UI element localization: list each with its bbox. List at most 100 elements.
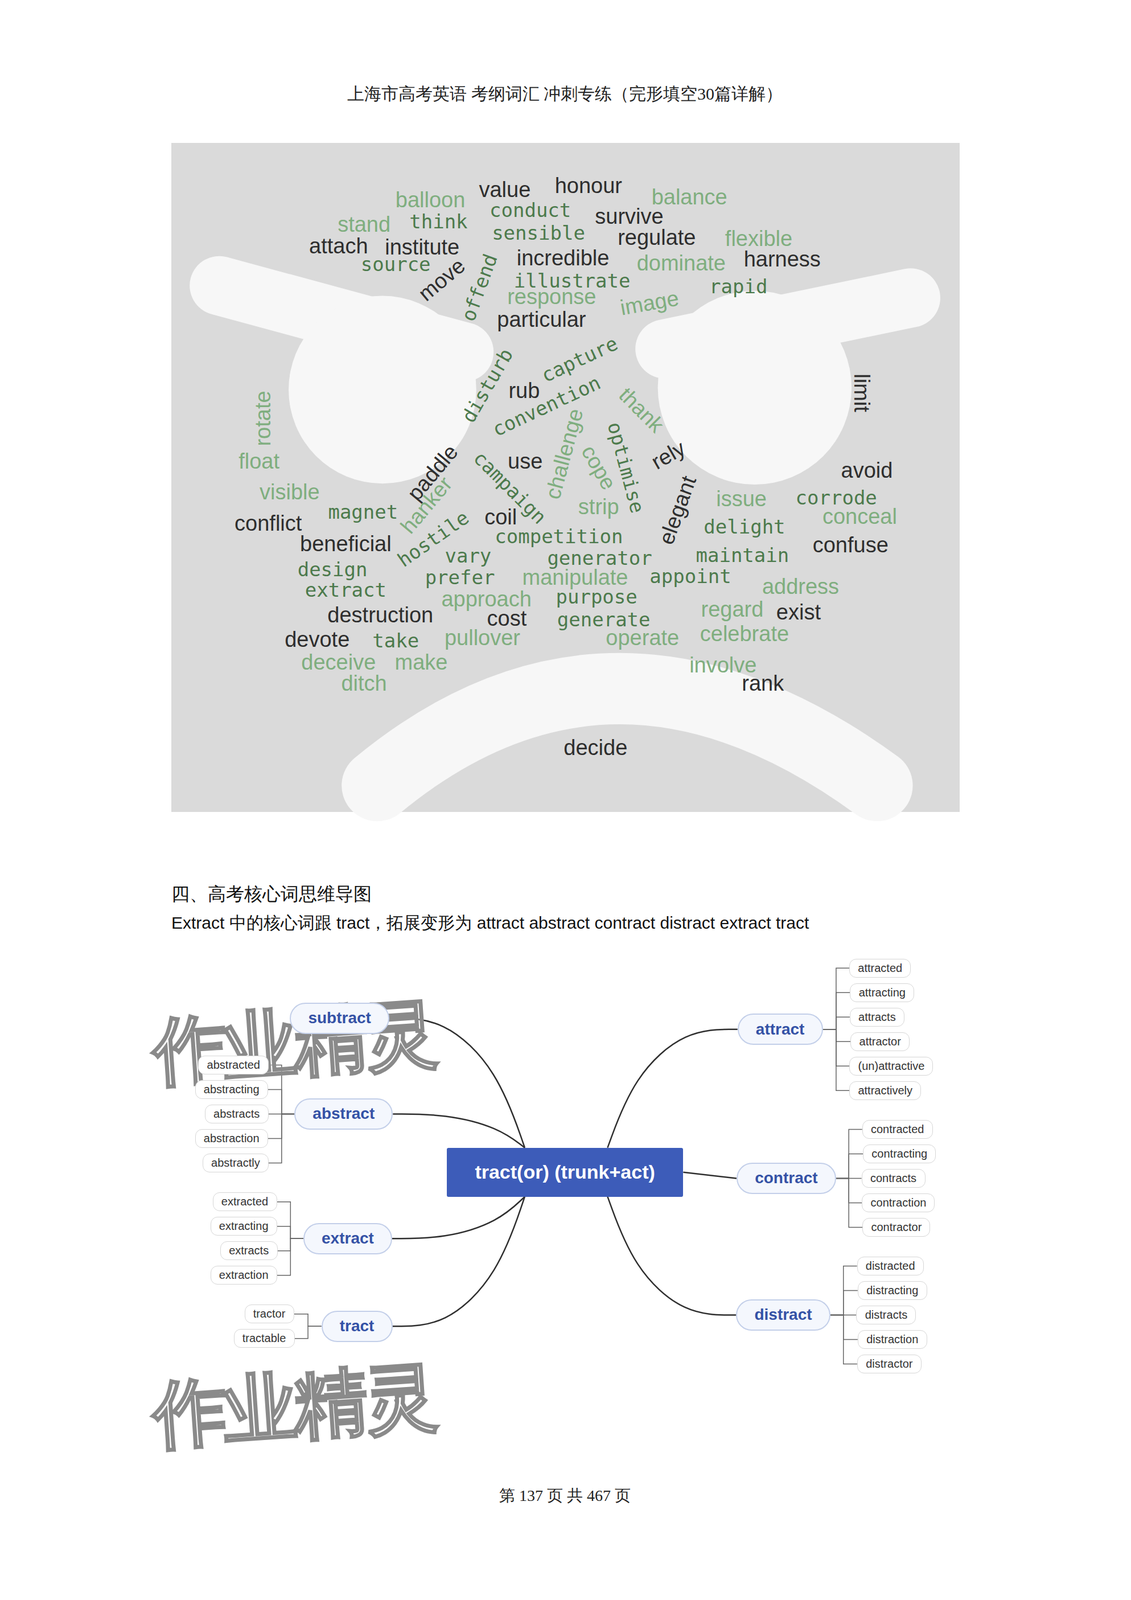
cloud-word: stand xyxy=(337,213,391,236)
branch-connector xyxy=(392,1196,525,1327)
node-text: attracting xyxy=(858,985,906,999)
leaf-box: contracting xyxy=(862,1144,936,1163)
cloud-word: use xyxy=(507,450,543,472)
node-text: distracts xyxy=(865,1308,908,1322)
section-heading: 四、高考核心词思维导图 xyxy=(171,884,372,903)
branch-connector xyxy=(607,1196,736,1315)
cloud-word: decide xyxy=(563,736,628,759)
cloud-word: balloon xyxy=(395,188,466,211)
bracket-connector xyxy=(823,992,851,1030)
cloud-word: purpose xyxy=(555,586,637,607)
cloud-word: survive xyxy=(594,205,664,228)
leaf-box: distracts xyxy=(856,1305,916,1324)
cloud-word: strip xyxy=(578,495,620,518)
node-text: attracts xyxy=(858,1010,896,1024)
mouth xyxy=(377,688,878,785)
node-text: abstracts xyxy=(213,1107,260,1121)
cloud-word: particular xyxy=(496,308,586,331)
cloud-word: limit xyxy=(850,373,873,413)
cloud-word: response xyxy=(507,285,596,308)
node-text: attracted xyxy=(857,961,903,975)
node-text: contractor xyxy=(870,1220,922,1234)
bracket-connector xyxy=(830,1314,858,1364)
node-text: abstracted xyxy=(207,1058,261,1072)
bracket-connector xyxy=(830,1290,858,1315)
leaf-box: distraction xyxy=(857,1329,928,1349)
cloud-word: delight xyxy=(703,516,785,537)
leaf-box: attractor xyxy=(850,1031,910,1051)
node-text: abstract xyxy=(312,1104,375,1123)
leaf-box: abstractly xyxy=(202,1153,269,1172)
cloud-word: attach xyxy=(309,235,369,257)
cloud-word: design xyxy=(297,559,368,579)
bracket-connector xyxy=(277,1238,304,1276)
cloud-word: rub xyxy=(508,379,540,402)
cloud-word: balance xyxy=(651,186,728,208)
node-text: subtract xyxy=(307,1008,371,1027)
leaf-box: abstracted xyxy=(198,1055,269,1075)
cloud-word: beneficial xyxy=(299,532,392,555)
bracket-connector xyxy=(836,1177,863,1227)
leaf-box: distracted xyxy=(857,1256,924,1276)
node-text: abstractly xyxy=(211,1156,261,1170)
leaf-box: abstraction xyxy=(195,1128,269,1148)
bracket-connector xyxy=(277,1201,304,1239)
cloud-word: take xyxy=(372,630,419,651)
cloud-word: maintain xyxy=(695,545,789,565)
cloud-word: issue xyxy=(716,487,767,510)
branch-pill: tract xyxy=(321,1310,393,1342)
cloud-word: regulate xyxy=(617,226,696,249)
node-text: (un)attractive xyxy=(858,1059,925,1073)
branch-connector xyxy=(607,1029,738,1148)
bracket-connector xyxy=(836,1153,863,1178)
leaf-box: contracted xyxy=(862,1119,933,1139)
node-text: distracted xyxy=(865,1259,916,1273)
node-text: abstraction xyxy=(203,1131,260,1145)
cloud-word: dominate xyxy=(636,252,726,274)
cloud-word: vary xyxy=(444,545,492,566)
cloud-word: think xyxy=(409,211,468,232)
branch-pill: contract xyxy=(736,1162,837,1194)
leaf-box: tractable xyxy=(233,1328,295,1348)
cloud-word: confuse xyxy=(812,533,889,556)
node-text: distract xyxy=(754,1305,812,1324)
intro-line: Extract 中的核心词跟 tract，拓展变形为 attract abstr… xyxy=(171,914,809,932)
cloud-word: prefer xyxy=(425,567,496,587)
node-text: tractable xyxy=(242,1331,287,1345)
bracket-connector xyxy=(268,1113,295,1139)
leaf-box: attractively xyxy=(849,1080,921,1100)
cloud-word: conceal xyxy=(822,505,898,528)
cloud-word: deceive xyxy=(301,651,376,673)
bracket-connector xyxy=(823,1029,850,1091)
branch-connector xyxy=(392,1113,525,1148)
cloud-word: competition xyxy=(494,526,623,546)
cloud-word: pullover xyxy=(444,626,521,649)
node-text: contracting xyxy=(871,1146,928,1161)
node-text: contraction xyxy=(870,1195,927,1209)
node-text: tractor xyxy=(253,1306,286,1320)
branch-pill: subtract xyxy=(289,1002,390,1034)
node-text: attract xyxy=(755,1020,805,1039)
cloud-word: source xyxy=(360,254,431,274)
bracket-connector xyxy=(294,1325,322,1339)
node-text: extraction xyxy=(219,1268,269,1282)
leaf-box: tractor xyxy=(244,1304,295,1323)
cloud-word: rank xyxy=(741,672,784,694)
branch-pill: attract xyxy=(737,1013,824,1045)
leaf-box: (un)attractive xyxy=(849,1056,933,1076)
leaf-box: contracts xyxy=(861,1168,926,1188)
cloud-word: conflict xyxy=(234,512,302,534)
node-text: extracted xyxy=(221,1194,269,1208)
bracket-connector xyxy=(830,1314,858,1340)
leaf-box: distracting xyxy=(857,1280,928,1300)
bracket-connector xyxy=(268,1089,295,1114)
node-text: tract(or) (trunk+act) xyxy=(474,1160,655,1183)
leaf-box: abstracting xyxy=(195,1079,269,1099)
leaf-box: extracted xyxy=(212,1191,278,1211)
cloud-word: approach xyxy=(441,587,532,610)
cloud-word: incredible xyxy=(516,247,610,269)
cloud-word: value xyxy=(478,178,531,201)
leaf-box: abstracts xyxy=(204,1104,269,1124)
leaf-box: distractor xyxy=(857,1354,922,1373)
